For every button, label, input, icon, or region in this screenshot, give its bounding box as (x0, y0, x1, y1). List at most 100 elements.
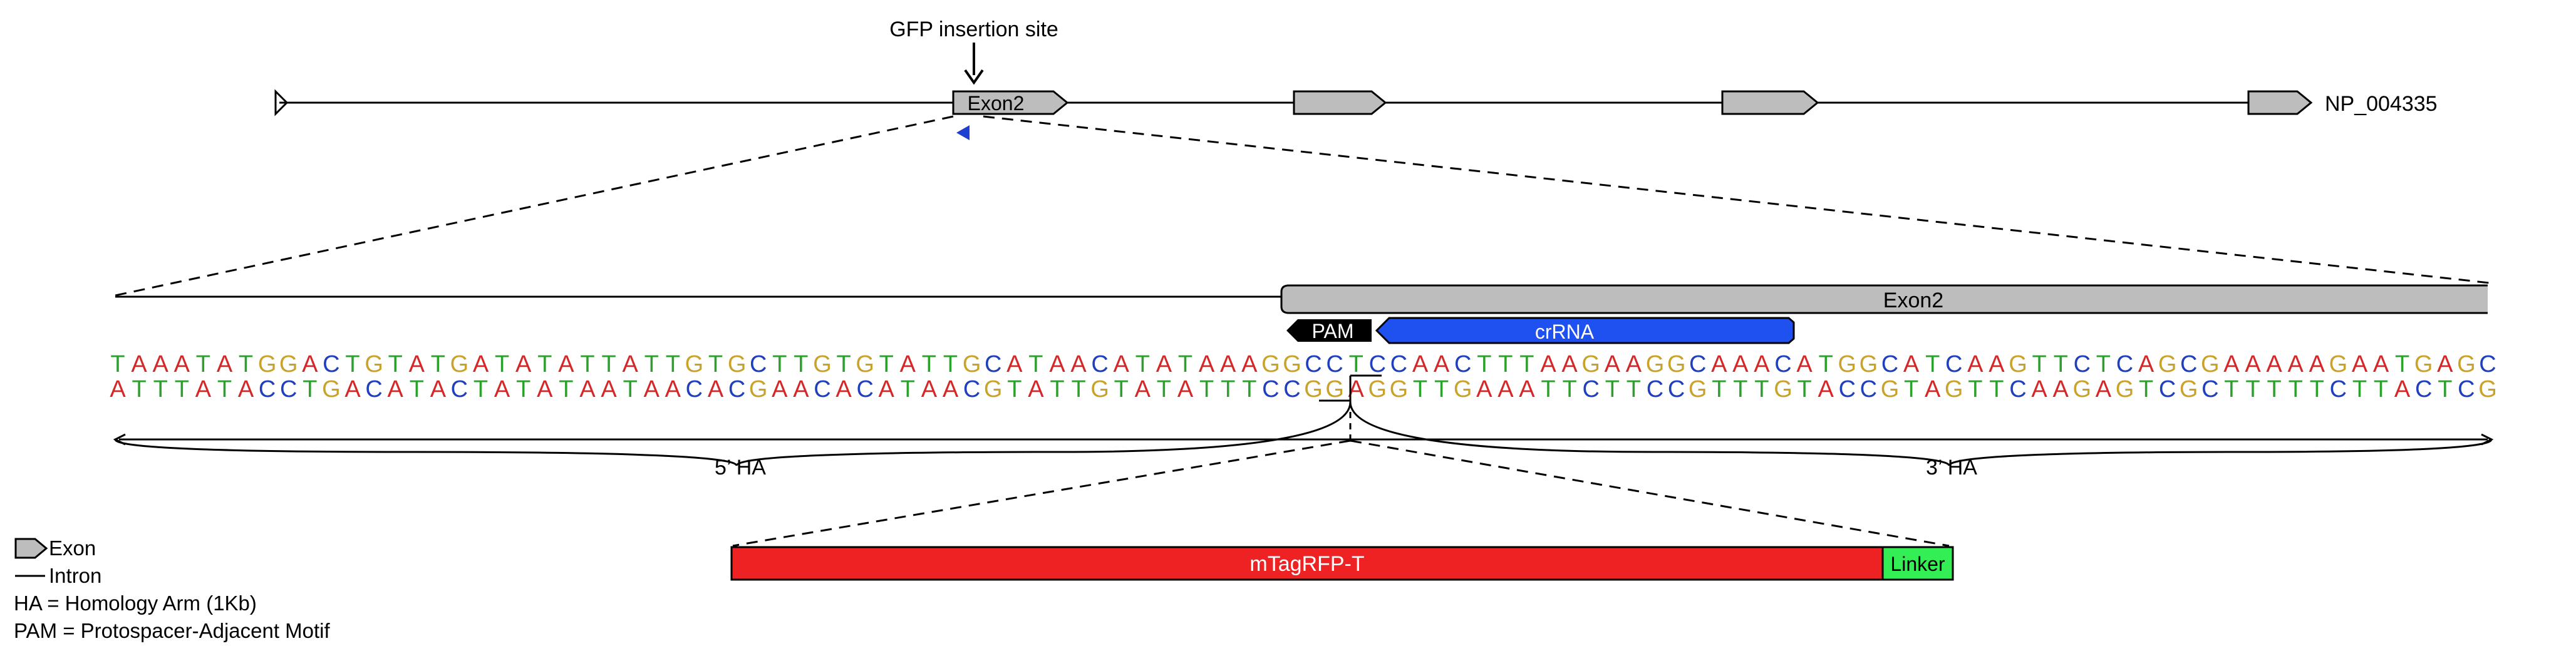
base: G (1283, 351, 1301, 377)
base: T (580, 351, 594, 377)
base: G (1774, 376, 1792, 402)
base: A (388, 376, 404, 402)
exon2-shape (952, 90, 1069, 115)
pam-label: PAM (1312, 320, 1354, 342)
base: A (2096, 376, 2112, 402)
base: T (601, 351, 616, 377)
exon2-label: Exon2 (968, 92, 1025, 115)
base: C (1647, 376, 1663, 402)
base: T (1178, 351, 1192, 377)
base: A (1006, 351, 1023, 377)
base: C (985, 351, 1001, 377)
base: A (1540, 351, 1556, 377)
base: T (110, 351, 125, 377)
base: T (388, 351, 403, 377)
zoom-line-right (983, 115, 2490, 284)
linker-box (1881, 546, 1954, 581)
base: A (921, 376, 938, 402)
base: G (1689, 376, 1707, 402)
base: C (2415, 376, 2432, 402)
base: T (1989, 376, 2004, 402)
base: A (217, 351, 233, 377)
base: G (1881, 376, 1900, 402)
base: C (323, 351, 339, 377)
base: C (451, 376, 468, 402)
base: A (1156, 351, 1172, 377)
legend-ha: HA = Homology Arm (1Kb) (14, 590, 330, 617)
base: C (1262, 376, 1279, 402)
legend-intron: Intron (14, 562, 330, 590)
base: A (601, 376, 617, 402)
base: G (1304, 376, 1323, 402)
base: C (856, 376, 873, 402)
base: A (900, 351, 916, 377)
base: A (1561, 351, 1578, 377)
zoom-exon-label: Exon2 (1883, 289, 1943, 312)
base: C (1689, 351, 1706, 377)
base: G (2201, 351, 2220, 377)
base: A (344, 376, 361, 402)
base: T (1050, 376, 1064, 402)
zoom-exon-bar (1280, 284, 2488, 314)
base: C (2009, 376, 2026, 402)
base: G (1090, 376, 1109, 402)
base: A (1199, 351, 1215, 377)
base: A (302, 351, 318, 377)
legend-intron-label: Intron (49, 564, 102, 587)
legend-exon: Exon (14, 535, 330, 562)
base: C (750, 351, 767, 377)
base: C (280, 376, 297, 402)
base: G (1667, 351, 1686, 377)
base: T (901, 376, 915, 402)
base: T (1819, 351, 1833, 377)
exon-icon (14, 538, 48, 559)
base: A (1476, 376, 1492, 402)
base: C (1091, 351, 1108, 377)
base: G (1581, 351, 1600, 377)
base: T (1498, 351, 1513, 377)
base: T (1199, 376, 1214, 402)
base: T (2310, 376, 2324, 402)
base: A (1605, 351, 1621, 377)
base: A (623, 351, 639, 377)
base: T (132, 376, 146, 402)
base: C (2330, 376, 2347, 402)
insertion-arrow-head (964, 69, 984, 85)
base: A (2309, 351, 2325, 377)
base: T (2032, 351, 2046, 377)
pam-box (1286, 319, 1372, 342)
base: C (1582, 376, 1599, 402)
base: A (473, 351, 489, 377)
base: T (303, 376, 317, 402)
base: T (1562, 376, 1576, 402)
blue-cut-marker (956, 125, 970, 140)
base: A (2394, 376, 2411, 402)
base: G (2073, 376, 2092, 402)
base: C (2116, 351, 2133, 377)
base: G (1646, 351, 1665, 377)
base: C (1860, 376, 1877, 402)
base: A (1028, 376, 1044, 402)
base: G (1261, 351, 1280, 377)
base: C (2074, 351, 2091, 377)
base: A (708, 376, 724, 402)
base: G (279, 351, 298, 377)
base: A (1220, 351, 1236, 377)
insert-zoom-left (732, 439, 1351, 547)
base: A (1049, 351, 1065, 377)
base: T (2395, 351, 2409, 377)
base: A (430, 376, 447, 402)
base: A (2352, 351, 2368, 377)
base: G (749, 376, 768, 402)
base: G (2116, 376, 2134, 402)
base: C (365, 376, 382, 402)
base: T (1434, 376, 1449, 402)
base: C (963, 376, 980, 402)
base: T (2096, 351, 2111, 377)
base: A (1989, 351, 2005, 377)
base: T (559, 376, 573, 402)
base: T (1028, 351, 1043, 377)
base: T (516, 376, 530, 402)
legend-pam-label: PAM = Protospacer-Adjacent Motif (14, 619, 330, 642)
base: T (345, 351, 360, 377)
